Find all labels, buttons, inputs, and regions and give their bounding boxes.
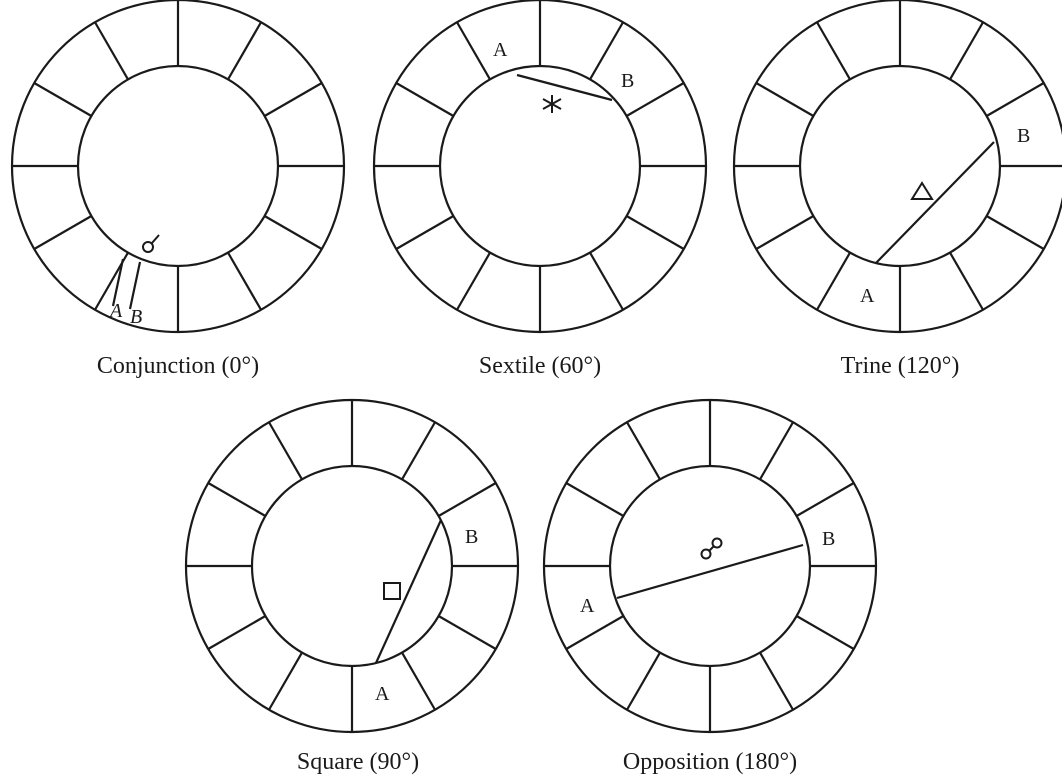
inner-ring bbox=[250, 464, 454, 668]
house-divider bbox=[755, 82, 814, 117]
house-divider bbox=[565, 615, 624, 650]
caption-trine: Trine (120°) bbox=[840, 353, 960, 379]
planet-label-b: B bbox=[465, 526, 478, 548]
house-divider bbox=[626, 421, 661, 480]
house-divisions bbox=[12, 0, 344, 332]
house-divider bbox=[986, 215, 1045, 250]
house-divisions bbox=[544, 400, 876, 732]
opposition-symbol-icon bbox=[700, 537, 723, 560]
house-divider bbox=[986, 82, 1045, 117]
house-divider bbox=[626, 215, 685, 250]
house-divider bbox=[755, 215, 814, 250]
wheel-sextile: A B bbox=[372, 0, 708, 334]
house-divider bbox=[94, 21, 129, 80]
caption-sextile: Sextile (60°) bbox=[478, 353, 602, 379]
aspect-line-a bbox=[111, 258, 125, 307]
house-divider bbox=[456, 21, 491, 80]
aspect-line-b bbox=[128, 261, 142, 310]
house-divider bbox=[264, 82, 323, 117]
house-divider bbox=[227, 252, 262, 311]
planet-label-a: A bbox=[493, 39, 508, 61]
wheel-conjunction: A B bbox=[10, 0, 346, 334]
planet-label-b: B bbox=[621, 70, 634, 92]
square-symbol-icon bbox=[383, 582, 401, 600]
house-divider bbox=[33, 215, 92, 250]
house-divisions bbox=[186, 400, 518, 732]
house-divider bbox=[207, 615, 266, 650]
planet-label-a: A bbox=[860, 285, 875, 307]
aspect-line bbox=[616, 543, 804, 600]
house-divider bbox=[438, 615, 497, 650]
house-divider bbox=[207, 482, 266, 517]
house-divider bbox=[395, 82, 454, 117]
inner-ring bbox=[76, 64, 280, 268]
caption-conjunction: Conjunction (0°) bbox=[96, 353, 260, 379]
house-divider bbox=[796, 482, 855, 517]
house-divider bbox=[227, 21, 262, 80]
caption-square: Square (90°) bbox=[296, 749, 420, 775]
house-divider bbox=[949, 252, 984, 311]
house-divider bbox=[816, 21, 851, 80]
house-divider bbox=[796, 615, 855, 650]
house-divisions bbox=[734, 0, 1062, 332]
house-divider bbox=[759, 652, 794, 711]
house-divider bbox=[589, 252, 624, 311]
planet-label-b: B bbox=[130, 306, 142, 328]
wheel-square: A B bbox=[184, 398, 520, 734]
inner-ring bbox=[608, 464, 812, 668]
aspect-line bbox=[374, 519, 443, 664]
house-divisions bbox=[374, 0, 706, 332]
house-divider bbox=[268, 652, 303, 711]
sextile-symbol-icon bbox=[542, 95, 562, 113]
house-divider bbox=[949, 21, 984, 80]
aspect-line bbox=[875, 141, 995, 264]
house-divider bbox=[401, 652, 436, 711]
planet-label-a: A bbox=[108, 300, 123, 322]
house-divider bbox=[268, 421, 303, 480]
inner-ring bbox=[438, 64, 642, 268]
house-divider bbox=[759, 421, 794, 480]
house-divider bbox=[395, 215, 454, 250]
conjunction-symbol-icon bbox=[142, 234, 160, 253]
house-divider bbox=[816, 252, 851, 311]
house-divider bbox=[626, 652, 661, 711]
planet-label-b: B bbox=[822, 528, 835, 550]
house-divider bbox=[565, 482, 624, 517]
planet-label-b: B bbox=[1017, 125, 1030, 147]
house-divider bbox=[264, 215, 323, 250]
house-divider bbox=[456, 252, 491, 311]
house-divider bbox=[626, 82, 685, 117]
aspect-line bbox=[516, 73, 613, 102]
planet-label-a: A bbox=[580, 595, 595, 617]
planet-label-a: A bbox=[375, 683, 390, 705]
house-divider bbox=[438, 482, 497, 517]
house-divider bbox=[401, 421, 436, 480]
caption-opposition: Opposition (180°) bbox=[622, 749, 798, 775]
wheel-trine: A B bbox=[732, 0, 1062, 334]
house-divider bbox=[33, 82, 92, 117]
trine-symbol-icon bbox=[910, 181, 934, 200]
wheel-opposition: A B bbox=[542, 398, 878, 734]
house-divider bbox=[589, 21, 624, 80]
